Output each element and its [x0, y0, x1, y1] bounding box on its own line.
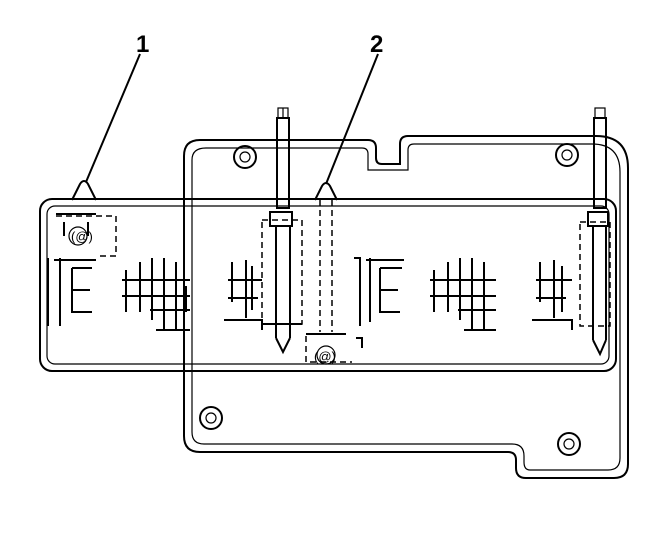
screw-bottom-left — [199, 406, 223, 430]
hidden-latch-left: (@) — [56, 213, 117, 257]
mounting-plate — [183, 135, 629, 479]
clip-tab-2 — [314, 182, 338, 201]
screw-top-right — [555, 143, 579, 167]
post-left — [276, 107, 290, 209]
post-sleeve-left — [261, 211, 303, 355]
screw-bottom-right — [557, 432, 581, 456]
callout-2: 2 — [370, 31, 383, 58]
relay-grid-a — [122, 258, 190, 331]
leader-line-1 — [85, 53, 141, 183]
relay-grid-d — [532, 260, 573, 330]
post-right — [593, 107, 607, 209]
leader-line-2 — [325, 53, 379, 185]
hidden-shaft-center: (@) — [305, 200, 363, 365]
screw-top-left — [233, 145, 257, 169]
post-sleeve-right — [579, 211, 611, 357]
fuse-symbol-group-b — [354, 257, 404, 326]
relay-grid-b — [224, 260, 263, 330]
latch-symbol-center: (@) — [314, 349, 336, 364]
callout-1: 1 — [136, 31, 149, 58]
relay-grid-c — [430, 258, 496, 331]
latch-symbol-left: (@) — [71, 229, 93, 244]
fuse-symbol-group-a — [47, 258, 96, 326]
clip-tab-1 — [71, 180, 97, 201]
